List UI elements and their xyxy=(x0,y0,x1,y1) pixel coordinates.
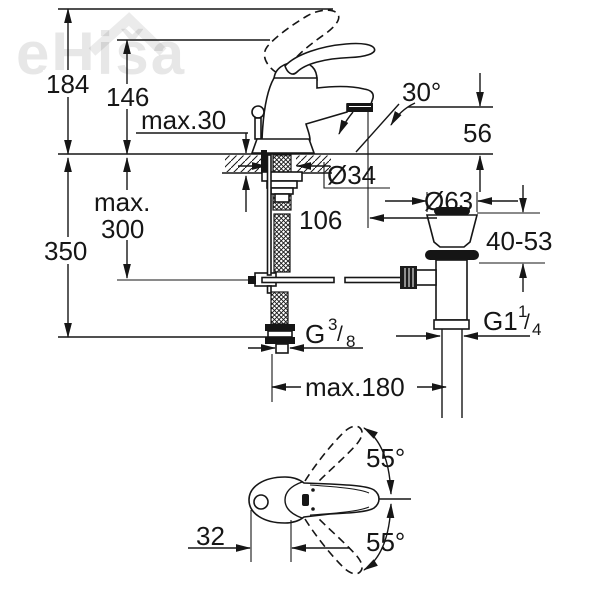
handle-logo-mark xyxy=(302,494,309,506)
popup-knob-top-view xyxy=(253,494,269,510)
dim-55up-arc xyxy=(363,427,395,495)
dim-label-56: 56 xyxy=(463,118,492,148)
watermark-house-icon xyxy=(88,12,167,56)
handle-raised-dashed xyxy=(263,9,340,76)
handle-dot xyxy=(311,488,315,492)
counter-hatch-left xyxy=(225,155,262,172)
handle-swivel-down-dashed xyxy=(304,517,363,575)
label-mask xyxy=(43,70,95,97)
base-escutcheon xyxy=(250,138,316,154)
label-mask xyxy=(103,84,153,109)
linkage-rod-right xyxy=(344,276,409,284)
dim-label-4053: 40-53 xyxy=(486,226,553,256)
drain-plug-cap xyxy=(434,207,470,215)
dim-label-o63: Ø63 xyxy=(424,186,473,216)
handle-dot xyxy=(311,507,315,511)
popup-rod-lower xyxy=(266,285,272,294)
counter-hatch-right xyxy=(296,155,331,172)
handle-neck-contour xyxy=(284,481,303,519)
dim-label-32: 32 xyxy=(196,521,225,551)
label-mask xyxy=(41,237,93,264)
watermark: eHiša xyxy=(16,12,186,87)
dim-label-g114: G1 1 / 4 xyxy=(483,302,541,339)
thread-sup: 3 xyxy=(328,315,337,334)
drain-lever-stem xyxy=(415,269,437,286)
drain-flange xyxy=(425,214,479,248)
dim-label-55-up: 55° xyxy=(366,443,405,473)
dim-label-30deg: 30° xyxy=(402,77,441,107)
mounting-nut-3 xyxy=(274,193,290,203)
dim-55down-arc xyxy=(363,503,395,571)
thread-slash: / xyxy=(524,311,530,334)
dim-label-184: 184 xyxy=(46,69,89,99)
top-view: 55° 55° 32 xyxy=(188,425,411,575)
label-mask xyxy=(301,373,417,399)
mounting-nut-2 xyxy=(270,187,294,195)
drain-locknut xyxy=(433,319,470,330)
thread-prefix: G xyxy=(305,319,325,349)
dim-label-max: max. xyxy=(94,187,150,217)
water-flow-arrow xyxy=(338,111,354,135)
drain-assembly xyxy=(400,207,479,418)
drain-seal-washer xyxy=(425,250,479,260)
watermark-text: eHiša xyxy=(16,20,186,87)
dim-o34-leader xyxy=(323,162,390,189)
thread-slash: / xyxy=(337,323,343,346)
side-view: 184 146 max.30 30° 56 Ø34 106 Ø63 40-53 … xyxy=(41,7,553,418)
handle-swivel-up-dashed xyxy=(304,425,363,483)
linkage-rod-left xyxy=(261,276,335,284)
under-counter-assembly xyxy=(248,150,409,354)
dim-label-55-down: 55° xyxy=(366,527,405,557)
handle-lever xyxy=(284,42,376,75)
dim-label-max180: max.180 xyxy=(305,372,405,402)
label-mask xyxy=(92,190,158,240)
thread-sup: 1 xyxy=(518,302,527,321)
dim-label-146: 146 xyxy=(106,82,149,112)
popup-knob xyxy=(251,105,265,119)
hose-thread-tip xyxy=(275,343,289,354)
hose-nut-mid xyxy=(267,330,293,338)
thread-prefix: G1 xyxy=(483,306,518,336)
dim-label-o34: Ø34 xyxy=(327,160,376,190)
dim-label-350: 350 xyxy=(44,236,87,266)
faucet-body-spout xyxy=(261,77,374,141)
popup-stem xyxy=(254,117,262,140)
rod-clamp-screw xyxy=(248,276,256,284)
thread-sub: 4 xyxy=(532,320,541,339)
thread-sub: 8 xyxy=(346,332,355,351)
dim-label-106: 106 xyxy=(299,205,342,235)
aerator xyxy=(347,103,373,112)
angle-leader-arrow xyxy=(390,102,416,126)
flex-hose-upper xyxy=(273,213,291,273)
popup-rod xyxy=(266,154,272,276)
drain-body xyxy=(435,259,468,321)
hose-nut-bottom xyxy=(265,337,295,344)
faucet-side xyxy=(250,9,416,154)
shank-detail xyxy=(261,150,267,174)
dim-label-g38: G 3 / 8 xyxy=(305,315,355,351)
flex-hose-lower xyxy=(270,291,289,325)
dim-label-300: 300 xyxy=(101,214,144,244)
hose-nut-top xyxy=(265,324,295,331)
dim-label-max30: max.30 xyxy=(141,105,226,135)
